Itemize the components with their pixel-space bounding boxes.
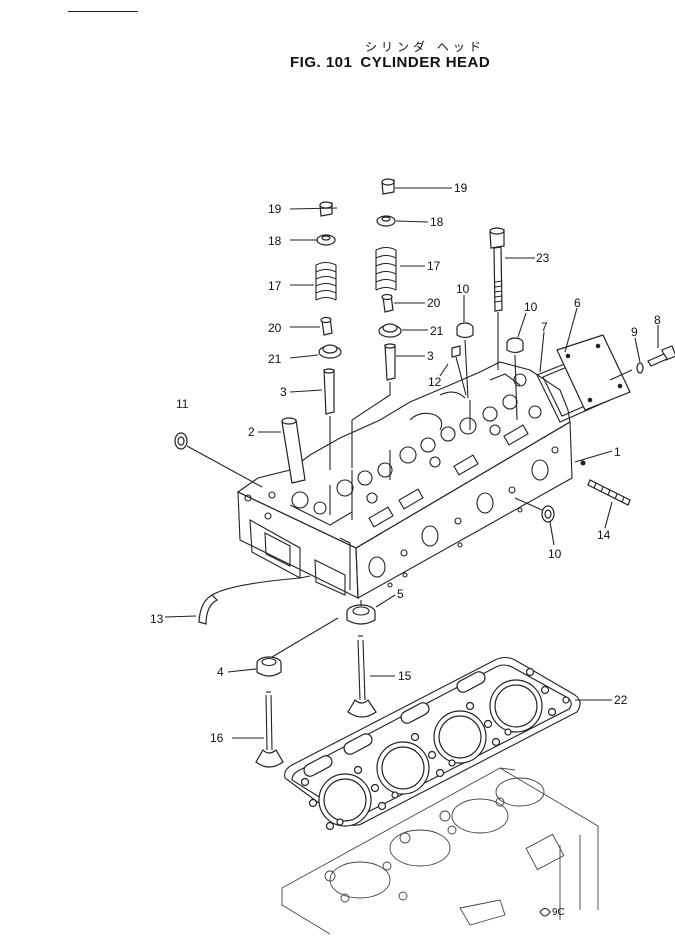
engine-block-outline <box>281 767 599 935</box>
intake-valve <box>255 691 284 768</box>
plug-upper-right <box>506 337 524 421</box>
callout-1: 1 <box>614 445 621 459</box>
callout-11: 11 <box>176 397 189 411</box>
callout-18-right: 18 <box>430 215 444 229</box>
valve-seat-exhaust <box>346 600 376 625</box>
callout-18-left: 18 <box>268 234 282 248</box>
valve-train-left <box>281 201 342 484</box>
callout-21-left: 21 <box>268 352 282 366</box>
plug-upper-left <box>456 322 474 399</box>
valve-train-right <box>351 178 402 468</box>
callout-17-left: 17 <box>268 279 282 293</box>
side-cover <box>536 334 631 423</box>
callout-10-lower: 10 <box>548 547 562 561</box>
callout-22: 22 <box>614 693 628 707</box>
callout-15: 15 <box>398 669 412 683</box>
callout-2: 2 <box>248 425 255 439</box>
callout-19-left: 19 <box>268 202 282 216</box>
header-rule <box>68 11 138 12</box>
cover-bolt <box>609 345 675 381</box>
callout-leaders <box>164 187 659 739</box>
callout-19-right: 19 <box>454 181 468 195</box>
callout-17-right: 17 <box>427 259 441 273</box>
head-gasket <box>284 656 581 831</box>
sealing-washer <box>174 432 263 488</box>
exhaust-valve <box>347 635 377 718</box>
callout-12: 12 <box>428 375 442 389</box>
callout-16: 16 <box>210 731 224 745</box>
corner-mark-graphic <box>539 907 551 917</box>
callout-5: 5 <box>397 587 404 601</box>
callout-23: 23 <box>536 251 550 265</box>
figure-name: CYLINDER HEAD <box>360 54 491 71</box>
callout-14: 14 <box>597 528 611 542</box>
callout-4: 4 <box>217 665 224 679</box>
small-screw <box>451 345 467 396</box>
callout-3-left: 3 <box>280 385 287 399</box>
figure-number: FIG. 101 <box>290 54 353 71</box>
callout-13: 13 <box>150 612 164 626</box>
callout-7: 7 <box>541 320 548 334</box>
figure-title: FIG. 101 CYLINDER HEAD <box>290 54 498 71</box>
japanese-title: シリンダ ヘッド <box>365 40 485 54</box>
callout-6: 6 <box>574 296 581 310</box>
valve-seat-intake <box>256 617 339 677</box>
callout-8: 8 <box>654 313 661 327</box>
callout-3-right: 3 <box>427 349 434 363</box>
plug-lower <box>514 497 555 523</box>
callout-10-upper-right: 10 <box>524 300 538 314</box>
bent-pipe <box>198 575 311 625</box>
corner-mark: 9C <box>552 907 565 918</box>
callout-9: 9 <box>631 325 638 339</box>
stud-bolt <box>587 479 631 506</box>
cylinder-head-body <box>236 361 586 599</box>
callout-10-upper-left: 10 <box>456 282 470 296</box>
callout-20-right: 20 <box>427 296 441 310</box>
callout-20-left: 20 <box>268 321 282 335</box>
callout-21-right: 21 <box>430 324 444 338</box>
head-bolt <box>489 227 505 370</box>
